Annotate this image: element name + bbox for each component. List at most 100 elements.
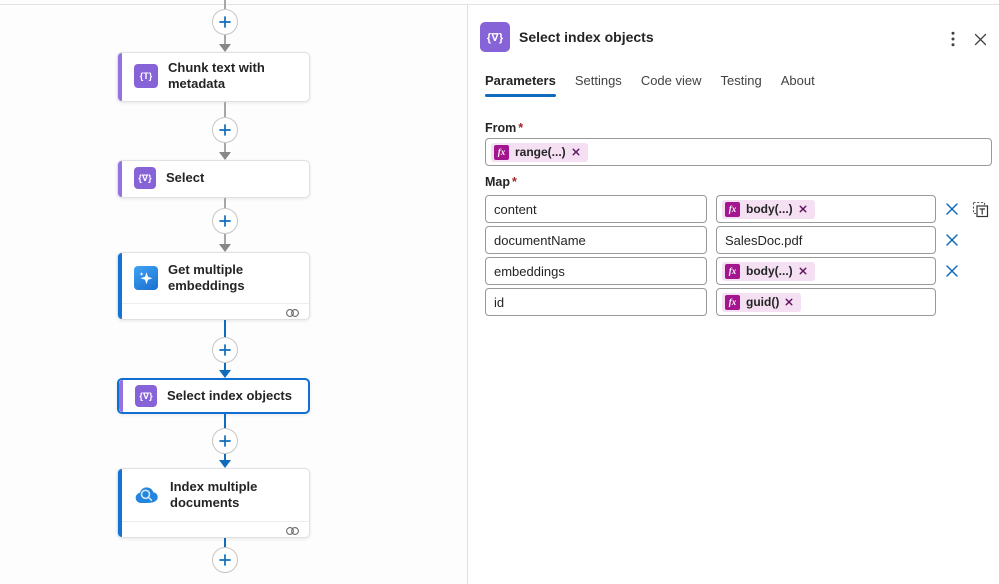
plus-icon	[219, 215, 231, 227]
expression-token-guid[interactable]: fx guid()	[722, 292, 802, 312]
connector-arrow	[219, 244, 231, 252]
fx-badge-icon: fx	[725, 263, 740, 279]
token-text: body(...)	[746, 264, 793, 278]
connection-rings-icon	[286, 308, 299, 317]
node-accent-bar	[118, 53, 122, 101]
expression-token-body[interactable]: fx body(...)	[722, 199, 815, 219]
insert-action-button[interactable]	[212, 337, 238, 363]
search-cloud-icon	[134, 483, 160, 507]
icon-glyph: {∇}	[486, 31, 504, 44]
connector-line	[224, 102, 226, 117]
fx-badge-icon: fx	[725, 294, 740, 310]
cloud-magnifier-glyph	[135, 486, 158, 503]
flow-node-chunk-text[interactable]: {T} Chunk text with metadata	[117, 52, 310, 102]
braces-select-icon: {∇}	[134, 167, 156, 189]
connector-arrow	[219, 370, 231, 378]
delete-x-icon	[946, 234, 958, 246]
label-text: Map	[485, 175, 510, 189]
connector-line	[224, 143, 226, 152]
map-key-input[interactable]	[485, 226, 707, 254]
connector-line	[224, 363, 226, 370]
insert-action-button[interactable]	[212, 9, 238, 35]
close-panel-button[interactable]	[969, 28, 991, 50]
flow-node-index-documents[interactable]: Index multiple documents	[117, 468, 310, 538]
icon-glyph: {∇}	[138, 172, 152, 183]
map-value-input[interactable]	[716, 226, 936, 254]
canvas-top-divider	[0, 4, 999, 5]
node-accent-bar	[118, 253, 122, 319]
braces-select-icon: {∇}	[480, 22, 510, 52]
insert-action-button[interactable]	[212, 547, 238, 573]
connector-arrow	[219, 152, 231, 160]
map-key-input[interactable]	[485, 257, 707, 285]
node-title: Select	[166, 169, 205, 185]
node-title: Index multiple documents	[170, 478, 258, 510]
remove-token-icon[interactable]	[799, 205, 807, 213]
tab-testing[interactable]: Testing	[720, 73, 762, 88]
connector-line	[224, 234, 226, 244]
expression-token-range[interactable]: fx range(...)	[491, 142, 588, 162]
action-details-panel: {∇} Select index objects Parameters Sett…	[467, 5, 999, 584]
plus-icon	[219, 554, 231, 566]
node-title: Get multiple embeddings	[168, 261, 245, 293]
close-icon	[974, 33, 986, 45]
connector-line	[224, 35, 226, 45]
plus-icon	[219, 124, 231, 136]
from-input[interactable]: fx range(...)	[485, 138, 992, 166]
node-accent-bar	[118, 161, 122, 197]
plus-icon	[219, 344, 231, 356]
braces-select-icon: {∇}	[135, 385, 157, 407]
map-key-input[interactable]	[485, 195, 707, 223]
remove-token-icon[interactable]	[785, 298, 793, 306]
from-field-label: From*	[485, 121, 523, 135]
icon-glyph: {∇}	[139, 390, 153, 401]
map-value-input[interactable]: fx body(...)	[716, 257, 936, 285]
tab-about[interactable]: About	[780, 73, 815, 88]
label-text: From	[485, 121, 517, 135]
text-mode-icon	[972, 201, 988, 217]
map-key-input[interactable]	[485, 288, 707, 316]
switch-to-text-mode-button[interactable]	[970, 199, 990, 219]
fx-badge-icon: fx	[725, 201, 740, 217]
map-value-input[interactable]: fx body(...)	[716, 195, 936, 223]
connector-line	[224, 414, 226, 428]
remove-token-icon[interactable]	[799, 267, 807, 275]
required-asterisk: *	[512, 175, 517, 189]
token-text: body(...)	[746, 202, 793, 216]
map-value-input[interactable]: fx guid()	[716, 288, 936, 316]
delete-row-button[interactable]	[942, 261, 962, 281]
tab-code-view[interactable]: Code view	[640, 73, 702, 88]
connector-arrow	[219, 460, 231, 468]
panel-title: Select index objects	[519, 29, 654, 45]
flow-node-select[interactable]: {∇} Select	[117, 160, 310, 198]
expression-token-body[interactable]: fx body(...)	[722, 261, 815, 281]
flow-canvas: {T} Chunk text with metadata {∇} Select	[0, 0, 467, 584]
icon-glyph: {T}	[139, 71, 153, 82]
insert-action-button[interactable]	[212, 428, 238, 454]
flow-node-select-index-objects[interactable]: {∇} Select index objects	[117, 378, 310, 414]
fx-badge-icon: fx	[494, 144, 509, 160]
delete-x-icon	[946, 203, 958, 215]
connector-line	[224, 454, 226, 460]
connector-line	[224, 0, 226, 9]
flow-node-get-embeddings[interactable]: Get multiple embeddings	[117, 252, 310, 320]
more-options-button[interactable]	[942, 28, 964, 50]
remove-token-icon[interactable]	[572, 148, 580, 156]
tab-parameters[interactable]: Parameters	[485, 73, 556, 97]
delete-row-button[interactable]	[942, 230, 962, 250]
node-accent-bar	[118, 469, 122, 537]
required-asterisk: *	[518, 121, 524, 135]
node-title: Select index objects	[167, 387, 292, 403]
insert-action-button[interactable]	[212, 117, 238, 143]
node-title: Chunk text with metadata	[168, 60, 265, 92]
tab-settings[interactable]: Settings	[574, 73, 622, 88]
panel-tabs: Parameters Settings Code view Testing Ab…	[485, 73, 815, 97]
token-text: guid()	[746, 295, 780, 309]
connector-line	[224, 198, 226, 208]
ai-sparkle-icon	[134, 266, 158, 290]
insert-action-button[interactable]	[212, 208, 238, 234]
delete-row-button[interactable]	[942, 199, 962, 219]
token-text: range(...)	[515, 145, 566, 159]
plus-icon	[219, 16, 231, 28]
delete-x-icon	[946, 265, 958, 277]
